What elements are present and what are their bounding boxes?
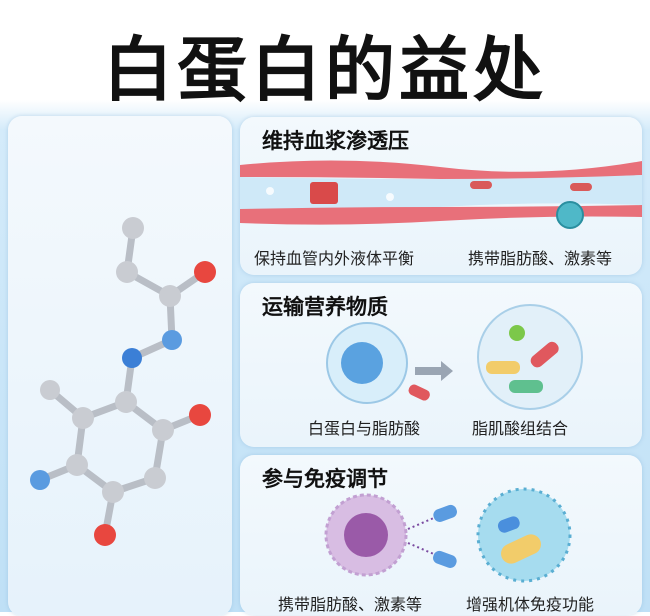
fatty-acid-capsule (408, 384, 430, 401)
page-title: 白蛋白的益处 (103, 29, 547, 111)
caption: 白蛋白与脂肪酸 (308, 419, 421, 438)
bound-complex (477, 304, 583, 410)
caption: 保持血管内外液体平衡 (254, 249, 415, 268)
panel-title: 运输营养物质 (262, 295, 388, 319)
panel-title: 参与免疫调节 (262, 467, 388, 491)
atom-nitrogen (162, 330, 182, 350)
molecule-illustration (30, 217, 216, 546)
albumin-molecule-panel (8, 116, 232, 616)
immune-illustration (324, 487, 572, 583)
enhanced-immune-cell (476, 487, 572, 583)
panel-immune-regulation: 参与免疫调节 携带脂肪酸、激素等 增强机体免疫功能 (240, 455, 642, 615)
caption: 增强机体免疫功能 (466, 595, 595, 614)
atom-carbon (122, 217, 144, 239)
panel-title: 维持血浆渗透压 (262, 129, 409, 153)
atom-oxygen (194, 261, 216, 283)
albumin-cell (310, 182, 338, 204)
caption: 携带脂肪酸、激素等 (278, 595, 423, 614)
caption: 携带脂肪酸、激素等 (468, 249, 613, 268)
transport-illustration (326, 304, 583, 410)
hormone-particle (556, 201, 584, 229)
caption: 脂肌酸组结合 (472, 419, 569, 438)
panel-plasma-osmotic-pressure: 维持血浆渗透压 保持血管内外液体平衡 携带脂肪酸、激素等 (240, 117, 642, 275)
blood-vessel-illustration (240, 160, 642, 229)
panel-nutrient-transport: 运输营养物质 白蛋白与脂肪酸 脂肌酸组结合 (240, 283, 642, 447)
arrow-icon (415, 361, 453, 381)
